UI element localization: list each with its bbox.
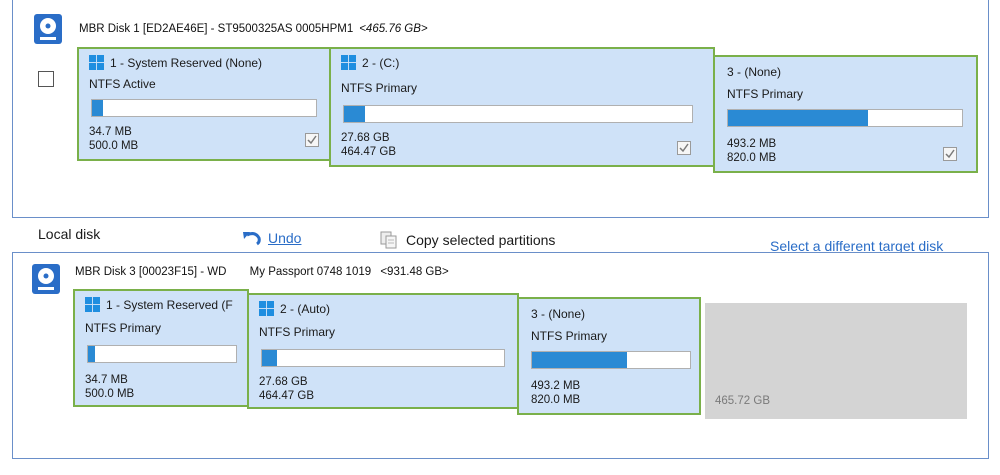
select-disk-checkbox[interactable]	[38, 71, 54, 87]
partition-total: 500.0 MB	[89, 140, 139, 152]
target-partition-3[interactable]: 3 - (None) NTFS Primary 493.2 MB 820.0 M…	[517, 297, 701, 415]
target-disk-size: <931.48 GB>	[380, 266, 449, 278]
unallocated-size: 465.72 GB	[715, 395, 770, 407]
windows-icon	[341, 55, 356, 70]
target-partition-2[interactable]: 2 - (Auto) NTFS Primary 27.68 GB 464.47 …	[247, 293, 519, 409]
partition-type: NTFS Primary	[259, 325, 335, 339]
hard-disk-icon	[31, 263, 61, 295]
copy-icon	[380, 231, 397, 249]
partition-used: 493.2 MB	[531, 380, 581, 392]
partition-total: 500.0 MB	[85, 388, 135, 400]
partition-used: 27.68 GB	[341, 132, 390, 144]
source-disk-panel: MBR Disk 1 [ED2AE46E] - ST9500325AS 0005…	[12, 0, 989, 218]
usage-bar-fill	[728, 110, 869, 126]
usage-bar	[727, 109, 963, 127]
source-disk-title: MBR Disk 1 [ED2AE46E] - ST9500325AS 0005…	[79, 23, 428, 35]
partition-used: 27.68 GB	[259, 376, 308, 388]
usage-bar	[531, 351, 691, 369]
target-partition-1[interactable]: 1 - System Reserved (F NTFS Primary 34.7…	[73, 289, 249, 407]
undo-button[interactable]: Undo	[242, 230, 301, 246]
usage-bar-fill	[344, 106, 365, 122]
undo-icon	[243, 232, 261, 246]
partition-used: 34.7 MB	[89, 126, 132, 138]
undo-label: Undo	[268, 230, 302, 246]
partition-type: NTFS Active	[89, 77, 156, 91]
usage-bar-fill	[92, 100, 104, 116]
partition-used: 34.7 MB	[85, 374, 128, 386]
copy-partitions-label: Copy selected partitions	[406, 232, 556, 248]
partition-type: NTFS Primary	[531, 329, 607, 343]
section-label: Local disk	[38, 226, 101, 242]
source-partition-1[interactable]: 1 - System Reserved (None) NTFS Active 3…	[77, 47, 331, 161]
partition-name: 2 - (C:)	[362, 55, 400, 70]
partition-checkbox[interactable]	[305, 133, 319, 147]
target-disk-name: MBR Disk 3 [00023F15] - WD	[75, 266, 227, 278]
partition-total: 820.0 MB	[531, 394, 581, 406]
partition-used: 493.2 MB	[727, 138, 777, 150]
partition-type: NTFS Primary	[341, 81, 417, 95]
select-target-disk-link[interactable]: Select a different target disk	[770, 238, 944, 254]
source-disk-size: <465.76 GB>	[359, 23, 428, 35]
partition-name: 2 - (Auto)	[280, 301, 331, 316]
source-disk-name: MBR Disk 1 [ED2AE46E] - ST9500325AS 0005…	[79, 23, 354, 35]
partition-name: 3 - (None)	[727, 65, 782, 79]
usage-bar	[87, 345, 237, 363]
windows-icon	[85, 297, 100, 312]
unallocated-space[interactable]: 465.72 GB	[705, 303, 967, 419]
partition-checkbox[interactable]	[943, 147, 957, 161]
windows-icon	[259, 301, 274, 316]
usage-bar	[343, 105, 693, 123]
usage-bar	[261, 349, 505, 367]
partition-name: 3 - (None)	[531, 307, 586, 321]
partition-total: 464.47 GB	[259, 390, 314, 402]
source-partition-2[interactable]: 2 - (C:) NTFS Primary 27.68 GB 464.47 GB	[329, 47, 715, 167]
partition-name: 1 - System Reserved (None)	[110, 55, 263, 70]
usage-bar-fill	[532, 352, 627, 368]
partition-checkbox[interactable]	[677, 141, 691, 155]
partition-type: NTFS Primary	[85, 321, 161, 335]
hard-disk-icon	[33, 13, 63, 45]
source-partition-3[interactable]: 3 - (None) NTFS Primary 493.2 MB 820.0 M…	[713, 55, 978, 173]
partition-name: 1 - System Reserved (F	[106, 297, 233, 312]
partition-type: NTFS Primary	[727, 87, 803, 101]
target-disk-panel: MBR Disk 3 [00023F15] - WD My Passport 0…	[12, 252, 989, 459]
usage-bar-fill	[88, 346, 96, 362]
partition-total: 820.0 MB	[727, 152, 777, 164]
copy-partitions-button[interactable]: Copy selected partitions	[380, 231, 555, 249]
target-disk-model: My Passport 0748 1019	[249, 266, 372, 278]
usage-bar	[91, 99, 317, 117]
windows-icon	[89, 55, 104, 70]
usage-bar-fill	[262, 350, 277, 366]
target-disk-title: MBR Disk 3 [00023F15] - WD My Passport 0…	[75, 266, 449, 278]
partition-total: 464.47 GB	[341, 146, 396, 158]
